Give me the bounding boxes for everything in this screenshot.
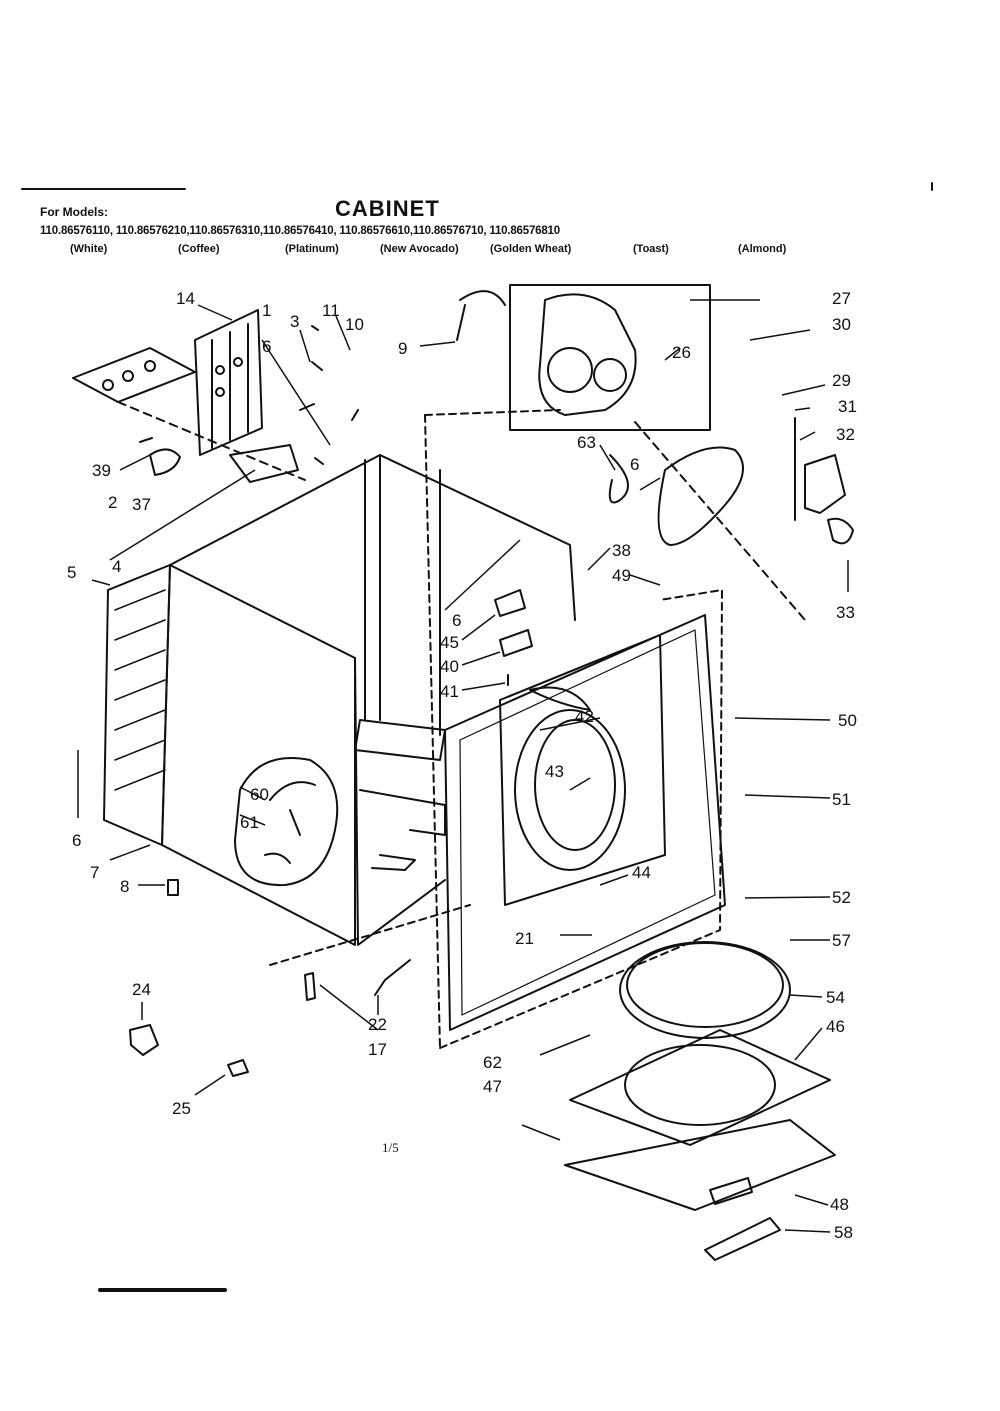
loose-parts bbox=[129, 879, 471, 1077]
door-switch-bracket bbox=[494, 589, 533, 686]
cabinet-frame bbox=[161, 454, 576, 946]
callout-label: 44 bbox=[632, 863, 651, 882]
callout-label: 4 bbox=[112, 557, 121, 576]
callout-label: 62 bbox=[483, 1053, 502, 1072]
callout-label: 3 bbox=[290, 312, 299, 331]
model-color-label: (White) bbox=[70, 243, 108, 255]
callout-label: 51 bbox=[832, 790, 851, 809]
model-color-label: (Coffee) bbox=[178, 243, 220, 255]
callout-label: 6 bbox=[630, 455, 639, 474]
callout-label: 26 bbox=[672, 343, 691, 362]
front-panel bbox=[424, 409, 726, 1049]
fasteners bbox=[139, 325, 359, 476]
wiring-harness bbox=[234, 757, 339, 887]
callout-label: 49 bbox=[612, 566, 631, 585]
page-number: 1/5 bbox=[382, 1140, 399, 1155]
callout-label: 43 bbox=[545, 762, 564, 781]
callout-label: 45 bbox=[440, 633, 459, 652]
callout-label: 50 bbox=[838, 711, 857, 730]
callout-label: 54 bbox=[826, 988, 845, 1007]
model-color-label: (Almond) bbox=[738, 243, 787, 255]
motor-assembly bbox=[456, 284, 711, 504]
inner-door-panel bbox=[569, 1029, 831, 1146]
callout-label: 6 bbox=[452, 611, 461, 630]
callout-label: 42 bbox=[575, 707, 594, 726]
callout-label: 8 bbox=[120, 877, 129, 896]
page-title: CABINET bbox=[335, 196, 440, 221]
callout-label: 25 bbox=[172, 1099, 191, 1118]
callout-label: 37 bbox=[132, 495, 151, 514]
callout-label: 22 bbox=[368, 1015, 387, 1034]
callout-label: 41 bbox=[440, 682, 459, 701]
control-bracket-part bbox=[194, 309, 299, 483]
callout-label: 58 bbox=[834, 1223, 853, 1242]
callout-label: 63 bbox=[577, 433, 596, 452]
callout-label: 21 bbox=[515, 929, 534, 948]
model-color-label: (Golden Wheat) bbox=[490, 243, 572, 255]
drum-belt-idler bbox=[634, 421, 806, 621]
callout-label: 46 bbox=[826, 1017, 845, 1036]
callout-label: 14 bbox=[176, 289, 195, 308]
callout-label: 9 bbox=[398, 339, 407, 358]
callout-label: 39 bbox=[92, 461, 111, 480]
rear-panel bbox=[103, 564, 171, 846]
callout-label: 60 bbox=[250, 785, 269, 804]
callout-label: 57 bbox=[832, 931, 851, 950]
model-color-label: (Platinum) bbox=[285, 243, 339, 255]
callout-label: 1 bbox=[262, 301, 271, 320]
callout-label: 31 bbox=[838, 397, 857, 416]
callout-label: 6 bbox=[262, 337, 271, 356]
outer-door-panel bbox=[564, 1119, 836, 1261]
idler-bracket bbox=[794, 417, 854, 545]
for-models-label: For Models: bbox=[40, 205, 108, 219]
callout-label: 32 bbox=[836, 425, 855, 444]
callout-label: 29 bbox=[832, 371, 851, 390]
model-color-label: (Toast) bbox=[633, 243, 669, 255]
callout-label: 30 bbox=[832, 315, 851, 334]
callout-label: 27 bbox=[832, 289, 851, 308]
callout-label: 33 bbox=[836, 603, 855, 622]
callout-label: 7 bbox=[90, 863, 99, 882]
callout-label: 52 bbox=[832, 888, 851, 907]
callout-label: 2 bbox=[108, 493, 117, 512]
callout-label: 40 bbox=[440, 657, 459, 676]
callout-label: 48 bbox=[830, 1195, 849, 1214]
callout-label: 24 bbox=[132, 980, 151, 999]
callout-label: 6 bbox=[72, 831, 81, 850]
callout-label: 38 bbox=[612, 541, 631, 560]
callout-label: 11 bbox=[322, 301, 340, 320]
callout-label: 61 bbox=[240, 813, 259, 832]
callout-labels: 1 2 3 4 5 6 6 6 6 7 8 9 10 11 14 17 21 2… bbox=[67, 289, 857, 1242]
callout-label: 17 bbox=[368, 1040, 387, 1059]
callout-label: 47 bbox=[483, 1077, 502, 1096]
callout-label: 5 bbox=[67, 563, 76, 582]
callout-label: 10 bbox=[345, 315, 364, 334]
door-seal bbox=[619, 941, 791, 1039]
model-numbers: 110.86576110, 110.86576210,110.86576310,… bbox=[40, 225, 560, 237]
model-color-label: (New Avocado) bbox=[380, 243, 459, 255]
